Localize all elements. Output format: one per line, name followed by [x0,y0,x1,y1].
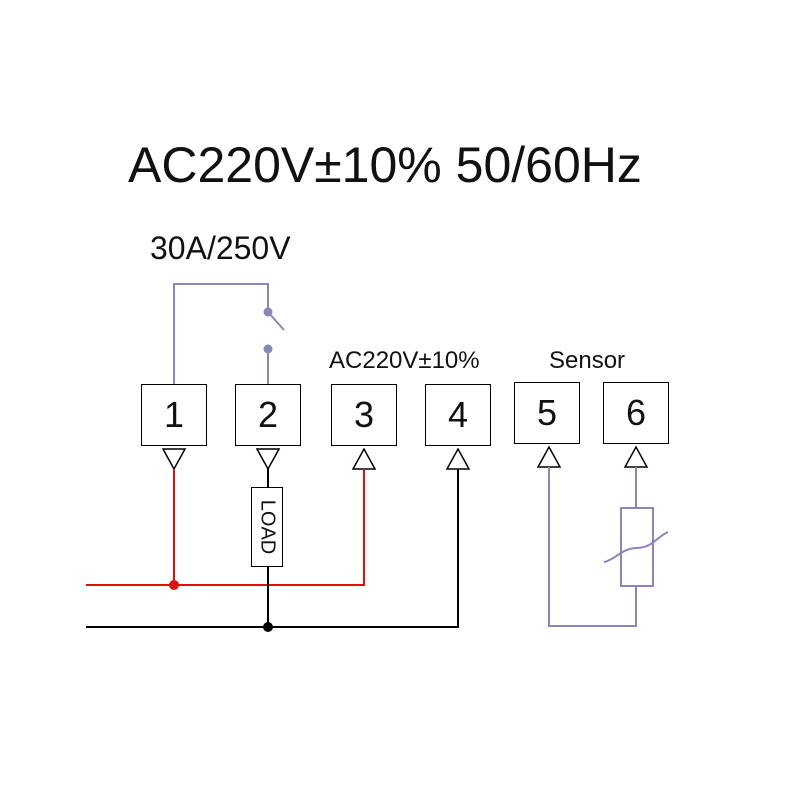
terminal-5: 5 [514,382,580,444]
terminal-2-arrow-down [255,448,281,471]
live-wire [86,469,365,586]
terminal-5-arrow-up [536,445,562,468]
sensor-wire [548,467,637,627]
terminal-6-arrow-up [623,445,649,468]
terminal-1-arrow-down [161,448,187,471]
load-box [251,487,283,567]
terminal-3: 3 [331,384,397,446]
power-supply-title: AC220V±10% 50/60Hz [128,137,642,193]
live-junction [169,580,179,590]
terminal-6: 6 [603,382,669,444]
relay-switch-blade [267,311,285,331]
relay-rating-label: 30A/250V [150,230,291,266]
terminal-1: 1 [141,384,207,446]
relay-common-wire [173,283,269,384]
load-label: LOAD [256,499,279,555]
supply-label: AC220V±10% [329,347,480,374]
sensor-label: Sensor [549,347,626,374]
neutral-junction [263,622,273,632]
terminal-4: 4 [425,384,491,446]
terminal-2: 2 [235,384,301,446]
terminal-3-arrow-up [351,447,377,470]
terminal-4-arrow-up [445,447,471,470]
neutral-wire [86,469,459,628]
sensor-thermistor-symbol [603,531,669,563]
